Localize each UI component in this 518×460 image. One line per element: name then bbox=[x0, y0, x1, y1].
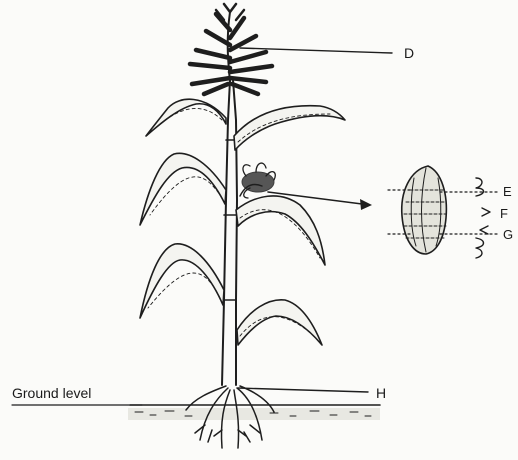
stem bbox=[222, 80, 237, 385]
pointer-line-h bbox=[238, 388, 368, 392]
leaves bbox=[140, 99, 345, 345]
label-g: G bbox=[503, 227, 513, 242]
ground-level-label: Ground level bbox=[12, 385, 91, 401]
label-h: H bbox=[376, 385, 386, 401]
label-e: E bbox=[503, 184, 512, 199]
label-d: D bbox=[404, 45, 414, 61]
enlarged-cob bbox=[388, 166, 498, 258]
label-f: F bbox=[500, 206, 508, 221]
